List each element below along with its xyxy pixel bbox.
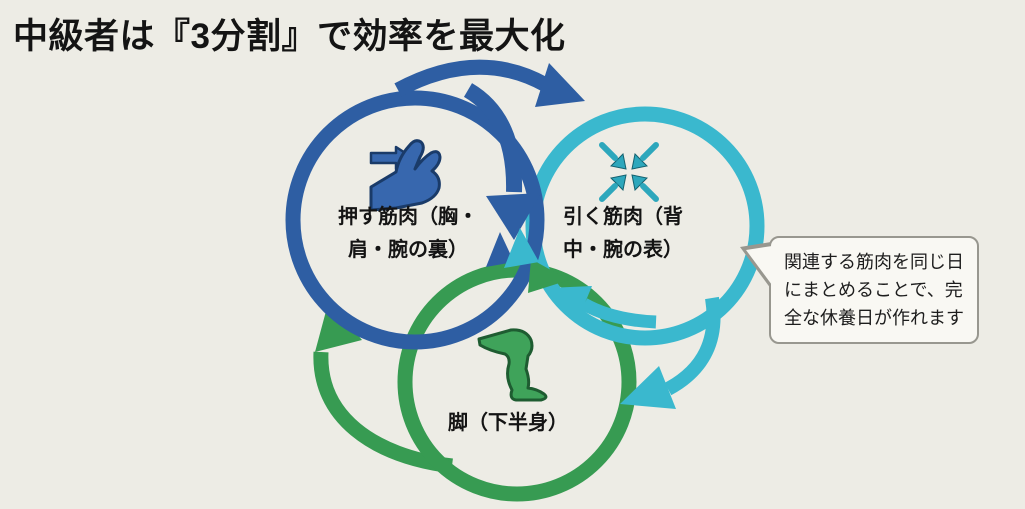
legs-label-line1: 脚（下半身） [448,412,568,434]
push-label-line2: 肩・腕の裏） [348,239,468,261]
push-label-line1: 押す筋肉（胸・ [338,206,478,228]
pull-label-line1: 引く筋肉（背 [563,206,683,228]
pull-to-legs-arrow [620,296,721,409]
push-to-pull-arrow [394,59,585,107]
push-ring-arrowhead [463,83,541,267]
pull-label-line2: 中・腕の表） [563,239,683,261]
legs-to-push-arrow [313,300,453,474]
leg-icon [477,328,548,402]
page-title: 中級者は『3分割』で効率を最大化 [13,17,566,56]
callout-line2: にまとめることで、完 [784,280,963,300]
callout-line1: 関連する筋肉を同じ日 [784,252,964,272]
callout-bubble: 関連する筋肉を同じ日 にまとめることで、完 全な休養日が作れます [740,236,979,344]
push-ring [285,90,545,350]
pull-ring-arrowhead [504,228,539,268]
push-hand-icon [369,139,442,212]
push-label: 押す筋肉（胸・ 肩・腕の裏） [283,201,533,267]
callout-line3: 全な休養日が作れます [784,308,964,328]
converge-arrows-icon [599,142,659,202]
legs-label: 脚（下半身） [383,407,633,440]
pull-label: 引く筋肉（背 中・腕の表） [498,201,748,267]
legs-ring-arrowhead [528,259,569,293]
legs-ring [397,262,637,502]
pull-inner-arrow [548,286,657,329]
